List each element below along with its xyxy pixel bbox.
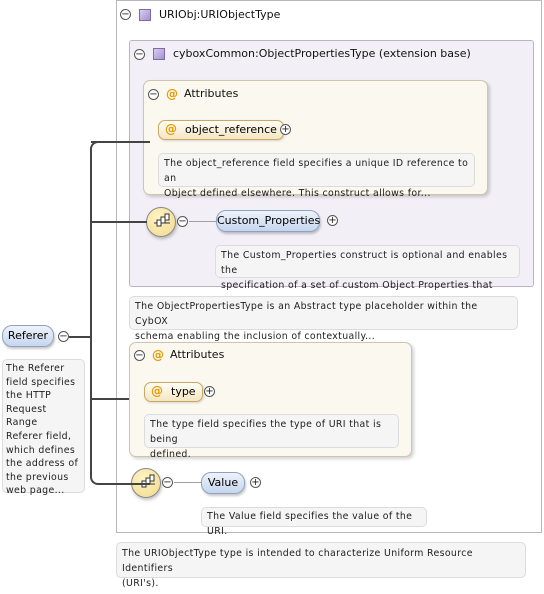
attributes-collapse-icon[interactable]: − <box>134 350 145 361</box>
attributes-label: Attributes <box>170 348 225 361</box>
connector-line <box>189 221 216 222</box>
type-collapse-icon[interactable]: − <box>120 9 131 20</box>
expand-icon[interactable]: + <box>280 124 291 135</box>
complex-type-icon <box>153 48 165 60</box>
element-doc-text: The Custom_Properties construct is optio… <box>221 250 508 306</box>
element-doc: The Value field specifies the value of t… <box>201 507 427 537</box>
attribute-doc: The type field specifies the type of URI… <box>144 414 399 460</box>
connector-line <box>69 336 91 338</box>
connector-bracket <box>90 141 150 485</box>
element-custom-properties[interactable]: Custom_Properties <box>216 210 320 232</box>
attribute-name: type <box>171 385 196 398</box>
expand-icon[interactable]: + <box>327 215 338 226</box>
root-element-doc-text: The Referer field specifies the HTTP Req… <box>6 363 79 497</box>
element-doc-text: The Value field specifies the value of t… <box>207 511 413 537</box>
attribute-name: object_reference <box>185 123 277 136</box>
attribute-doc: The object_reference field specifies a u… <box>158 153 475 199</box>
extension-collapse-icon[interactable]: − <box>134 49 145 60</box>
attribute-doc-text: The type field specifies the type of URI… <box>150 419 382 460</box>
attribute-object-reference[interactable]: @ object_reference <box>158 120 284 140</box>
extension-label: cyboxCommon:ObjectPropertiesType (extens… <box>173 47 471 60</box>
sequence-collapse-icon[interactable]: − <box>177 216 188 227</box>
expand-icon[interactable]: + <box>204 386 215 397</box>
at-sign-icon: @ <box>166 87 178 101</box>
extension-doc: The ObjectPropertiesType is an Abstract … <box>129 296 518 342</box>
extension-doc-text: The ObjectPropertiesType is an Abstract … <box>135 301 478 342</box>
attributes-label: Attributes <box>184 87 239 100</box>
element-collapse-icon[interactable]: − <box>58 331 69 342</box>
sequence-collapse-icon[interactable]: − <box>162 477 173 488</box>
connector-line <box>91 398 129 400</box>
expand-icon[interactable]: + <box>250 477 261 488</box>
type-label: URIObj:URIObjectType <box>159 8 281 21</box>
at-sign-icon: @ <box>151 384 163 398</box>
element-value[interactable]: Value <box>201 472 245 494</box>
complex-type-icon <box>139 9 151 21</box>
element-name: Value <box>207 476 239 489</box>
sequence-glyph <box>154 213 170 227</box>
attribute-doc-text: The object_reference field specifies a u… <box>164 158 469 199</box>
type-doc: The URIObjectType type is intended to ch… <box>116 542 526 589</box>
connector-line <box>91 141 143 143</box>
type-doc-text: The URIObjectType type is intended to ch… <box>122 548 473 589</box>
element-referer[interactable]: Referer <box>2 325 54 347</box>
attributes-collapse-icon[interactable]: − <box>148 89 159 100</box>
element-name: Referer <box>7 329 49 342</box>
element-name: Custom_Properties <box>217 214 321 227</box>
sequence-compositor-icon <box>146 207 176 237</box>
connector-line <box>91 221 147 223</box>
element-doc: The Custom_Properties construct is optio… <box>215 245 520 306</box>
connector-line <box>174 482 201 483</box>
at-sign-icon: @ <box>152 348 164 362</box>
at-sign-icon: @ <box>165 122 177 136</box>
attribute-type[interactable]: @ type <box>144 382 203 402</box>
root-element-doc: The Referer field specifies the HTTP Req… <box>2 359 85 496</box>
